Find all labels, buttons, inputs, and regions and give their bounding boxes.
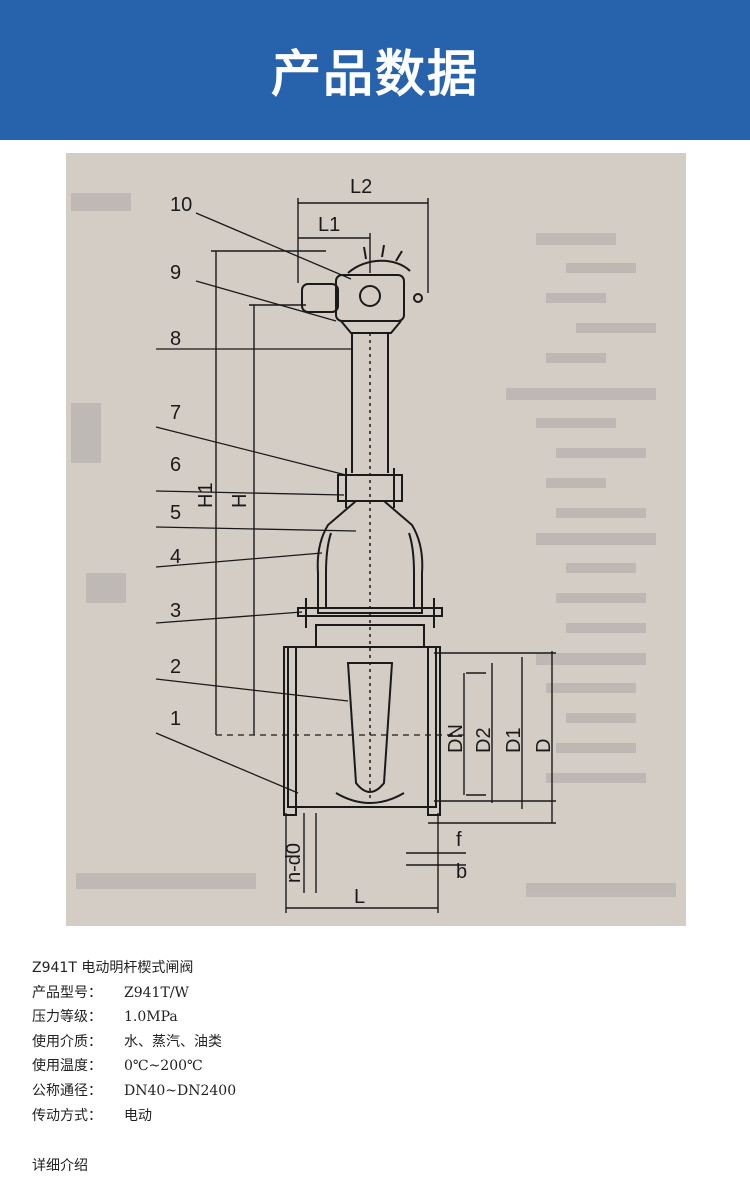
part-number-1: 1: [170, 708, 181, 730]
dim-h1: H1: [195, 482, 217, 508]
spec-row-drive: 传动方式： 电动: [32, 1104, 732, 1129]
dim-h: H: [229, 494, 251, 508]
gland: [337, 474, 403, 502]
flange-left: [283, 646, 297, 816]
spec-label: 使用介质：: [32, 1033, 102, 1050]
spec-value: 1.0MPa: [124, 1009, 178, 1026]
wedge: [346, 662, 394, 793]
spec-value: 0℃~200℃: [124, 1058, 203, 1075]
spec-value: 水、蒸汽、油类: [124, 1033, 222, 1050]
spec-value: Z941T/W: [124, 984, 189, 1001]
spec-row-nominal-diameter: 公称通径： DN40~DN2400: [32, 1079, 732, 1104]
valve-outline: [216, 244, 466, 816]
spec-row-model: 产品型号： Z941T/W: [32, 981, 732, 1006]
spec-row-temperature: 使用温度： 0℃~200℃: [32, 1054, 732, 1079]
spec-label: 使用温度：: [32, 1058, 102, 1075]
part-number-4: 4: [170, 546, 181, 568]
spec-label: 传动方式：: [32, 1107, 102, 1124]
spec-value: DN40~DN2400: [124, 1082, 237, 1099]
motor: [301, 283, 339, 313]
part-number-2: 2: [170, 656, 181, 678]
part-number-10: 10: [170, 194, 192, 216]
dim-l2: L2: [350, 176, 372, 198]
handwheel: [347, 259, 411, 274]
flange-right: [427, 646, 441, 816]
dim-dn: DN: [445, 724, 467, 753]
actuator-dial: [359, 285, 381, 307]
page-title: 产品数据: [271, 45, 479, 103]
actuator-base: [340, 320, 402, 334]
spec-row-pressure: 压力等级： 1.0MPa: [32, 1005, 732, 1030]
valve-body: [287, 646, 437, 808]
detail-heading: 详细介绍: [32, 1158, 88, 1174]
valve-drawing-svg: 10 9 8 7 6 5 4 3 2 1 L2 L1 H1 H DN D2 D1…: [71, 176, 676, 913]
dim-d: D: [533, 739, 555, 753]
dim-b: b: [456, 861, 467, 883]
dimension-lines: [211, 198, 556, 913]
dim-f: f: [456, 829, 462, 851]
spec-value: 电动: [124, 1107, 152, 1124]
spec-label: 公称通径：: [32, 1082, 102, 1099]
part-number-7: 7: [170, 402, 181, 424]
background-texture: [71, 193, 676, 897]
spec-label: 产品型号：: [32, 984, 102, 1001]
part-number-5: 5: [170, 502, 181, 524]
actuator-body: [335, 274, 405, 322]
leader-lines: [155, 212, 357, 794]
spec-row-medium: 使用介质： 水、蒸汽、油类: [32, 1030, 732, 1055]
spec-label: 压力等级：: [32, 1009, 102, 1026]
part-number-3: 3: [170, 600, 181, 622]
dim-d2: D2: [473, 727, 495, 753]
part-number-9: 9: [170, 262, 181, 284]
dim-l1: L1: [318, 214, 340, 236]
model-title: Z941T 电动明杆楔式闸阀: [32, 960, 194, 976]
dim-l: L: [354, 886, 365, 908]
product-specs: Z941T 电动明杆楔式闸阀 产品型号：Z941T/W 压力等级：1.0MPa …: [32, 956, 732, 1128]
part-number-6: 6: [170, 454, 181, 476]
part-number-8: 8: [170, 328, 181, 350]
dim-d1: D1: [503, 727, 525, 753]
valve-technical-drawing: 10 9 8 7 6 5 4 3 2 1 L2 L1 H1 H DN D2 D1…: [66, 153, 686, 926]
page-header: 产品数据: [0, 0, 750, 140]
bonnet: [316, 500, 424, 614]
dim-n-d0: n-d0: [283, 843, 305, 883]
